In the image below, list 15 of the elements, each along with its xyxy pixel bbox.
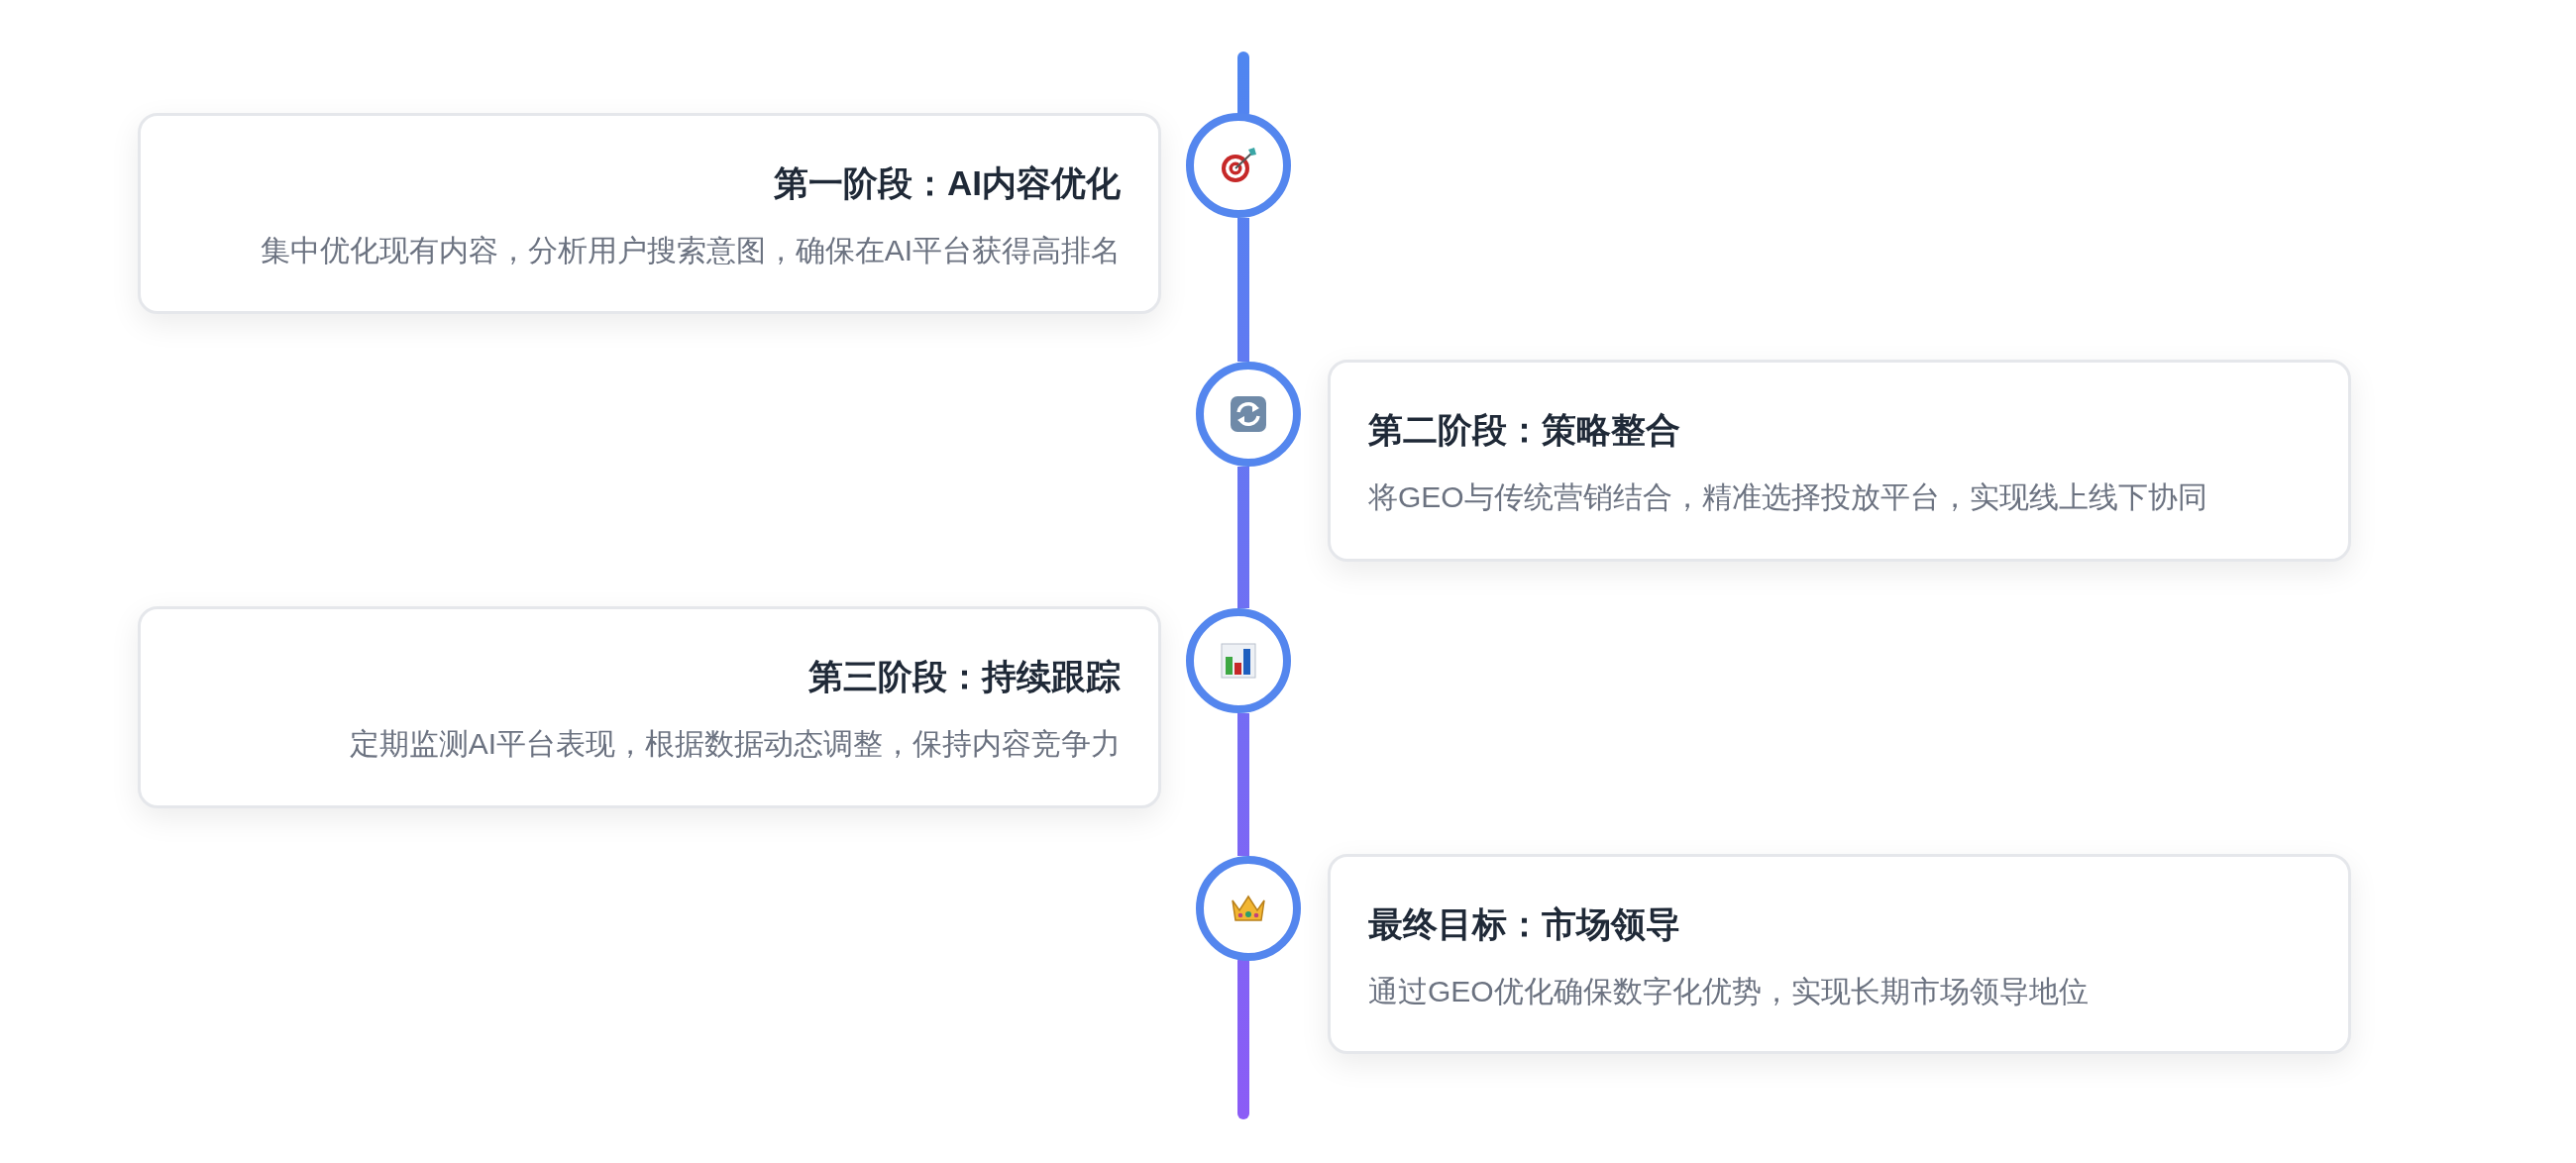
stage-title: 第一阶段：AI内容优化 — [774, 163, 1121, 203]
stage-title: 第二阶段：策略整合 — [1368, 410, 1680, 450]
stage-card — [138, 113, 1161, 314]
timeline-connector — [1237, 713, 1249, 856]
timeline-connector — [1237, 467, 1249, 608]
stage-description: 将GEO与传统营销结合，精准选择投放平台，实现线上线下协同 — [1368, 479, 2207, 515]
stage-title: 第三阶段：持续跟踪 — [808, 657, 1121, 696]
stage-description: 通过GEO优化确保数字化优势，实现长期市场领导地位 — [1368, 974, 2089, 1009]
stage-description: 集中优化现有内容，分析用户搜索意图，确保在AI平台获得高排名 — [260, 233, 1121, 268]
stage-card — [138, 606, 1161, 808]
stage-title: 最终目标：市场领导 — [1368, 904, 1680, 944]
timeline-connector — [1237, 218, 1249, 362]
stage-description: 定期监测AI平台表现，根据数据动态调整，保持内容竞争力 — [349, 726, 1121, 762]
stage-card — [1328, 854, 2351, 1054]
stage-card — [1328, 360, 2351, 562]
